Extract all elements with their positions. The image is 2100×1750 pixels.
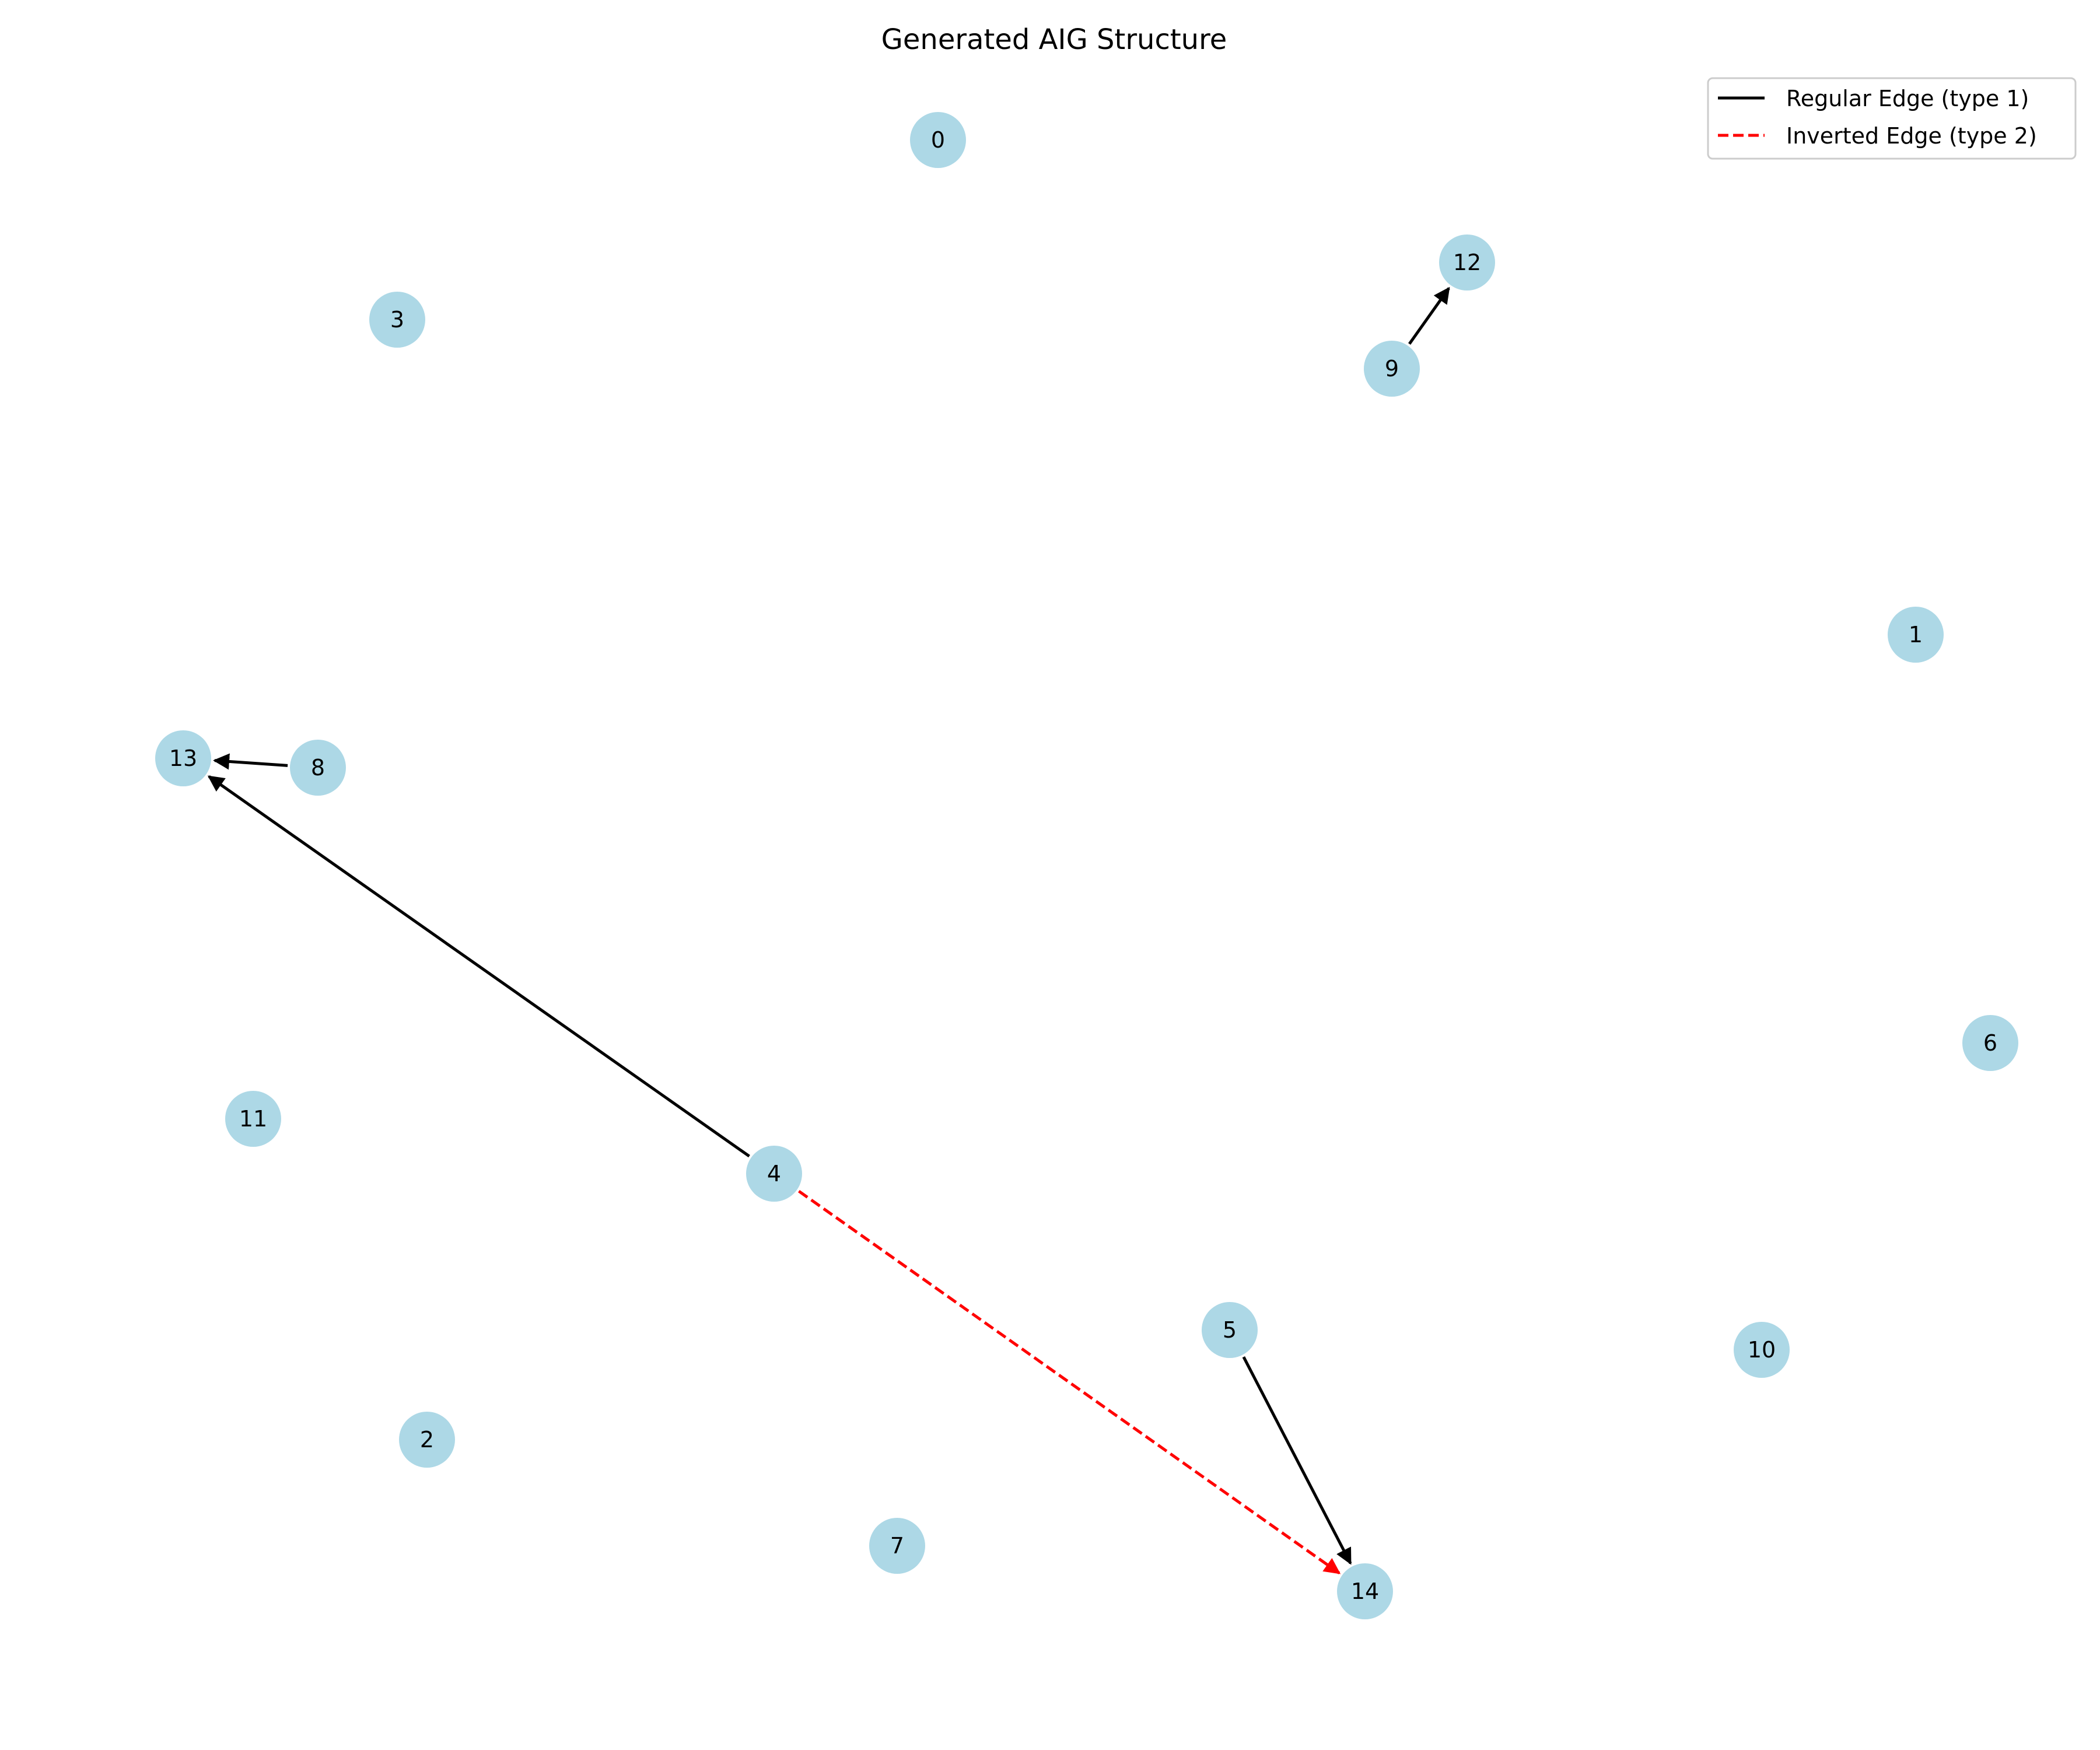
node-10: 10	[1734, 1322, 1790, 1378]
node-1: 1	[1888, 607, 1944, 663]
node-circle	[910, 112, 966, 168]
edge-8-to-13	[213, 753, 288, 770]
node-circle	[155, 730, 211, 786]
node-circle	[1734, 1322, 1790, 1378]
node-label: 9	[1385, 356, 1399, 382]
node-label: 12	[1453, 250, 1481, 275]
node-circle	[869, 1518, 925, 1574]
node-label: 8	[311, 755, 325, 780]
node-label: 10	[1748, 1337, 1776, 1363]
edges-layer	[207, 286, 1450, 1574]
node-label: 1	[1909, 622, 1923, 648]
node-5: 5	[1202, 1302, 1258, 1358]
node-4: 4	[746, 1146, 802, 1202]
node-label: 0	[931, 127, 945, 153]
edge-4-to-13	[207, 775, 750, 1158]
node-label: 14	[1351, 1578, 1379, 1604]
node-8: 8	[290, 740, 346, 796]
node-circle	[290, 740, 346, 796]
legend-regular-label: Regular Edge (type 1)	[1786, 86, 2029, 111]
node-circle	[399, 1412, 455, 1468]
node-14: 14	[1337, 1563, 1393, 1619]
node-label: 4	[767, 1161, 781, 1186]
node-label: 3	[390, 307, 404, 332]
node-label: 7	[890, 1533, 904, 1559]
node-13: 13	[155, 730, 211, 786]
node-circle	[369, 292, 425, 348]
node-label: 2	[420, 1427, 434, 1452]
node-label: 6	[1983, 1030, 1997, 1056]
node-circle	[1439, 235, 1495, 290]
node-circle	[746, 1146, 802, 1202]
edge-5-to-14	[1242, 1356, 1352, 1565]
node-11: 11	[225, 1091, 281, 1147]
node-2: 2	[399, 1412, 455, 1468]
diagram-title: Generated AIG Structure	[881, 23, 1227, 56]
legend: Regular Edge (type 1) Inverted Edge (typ…	[1707, 77, 2077, 160]
node-circle	[1962, 1015, 2018, 1071]
node-0: 0	[910, 112, 966, 168]
node-circle	[225, 1091, 281, 1147]
node-label: 13	[169, 746, 197, 771]
node-circle	[1202, 1302, 1258, 1358]
node-circle	[1364, 341, 1420, 397]
node-circle	[1888, 607, 1944, 663]
legend-inverted-label: Inverted Edge (type 2)	[1786, 123, 2037, 149]
node-12: 12	[1439, 235, 1495, 290]
node-circle	[1337, 1563, 1393, 1619]
node-6: 6	[1962, 1015, 2018, 1071]
edge-4-to-14	[798, 1189, 1341, 1574]
edge-9-to-12	[1408, 286, 1450, 345]
node-label: 11	[239, 1106, 267, 1132]
legend-box	[1707, 77, 2077, 160]
node-3: 3	[369, 292, 425, 348]
node-7: 7	[869, 1518, 925, 1574]
node-9: 9	[1364, 341, 1420, 397]
node-label: 5	[1223, 1317, 1237, 1343]
